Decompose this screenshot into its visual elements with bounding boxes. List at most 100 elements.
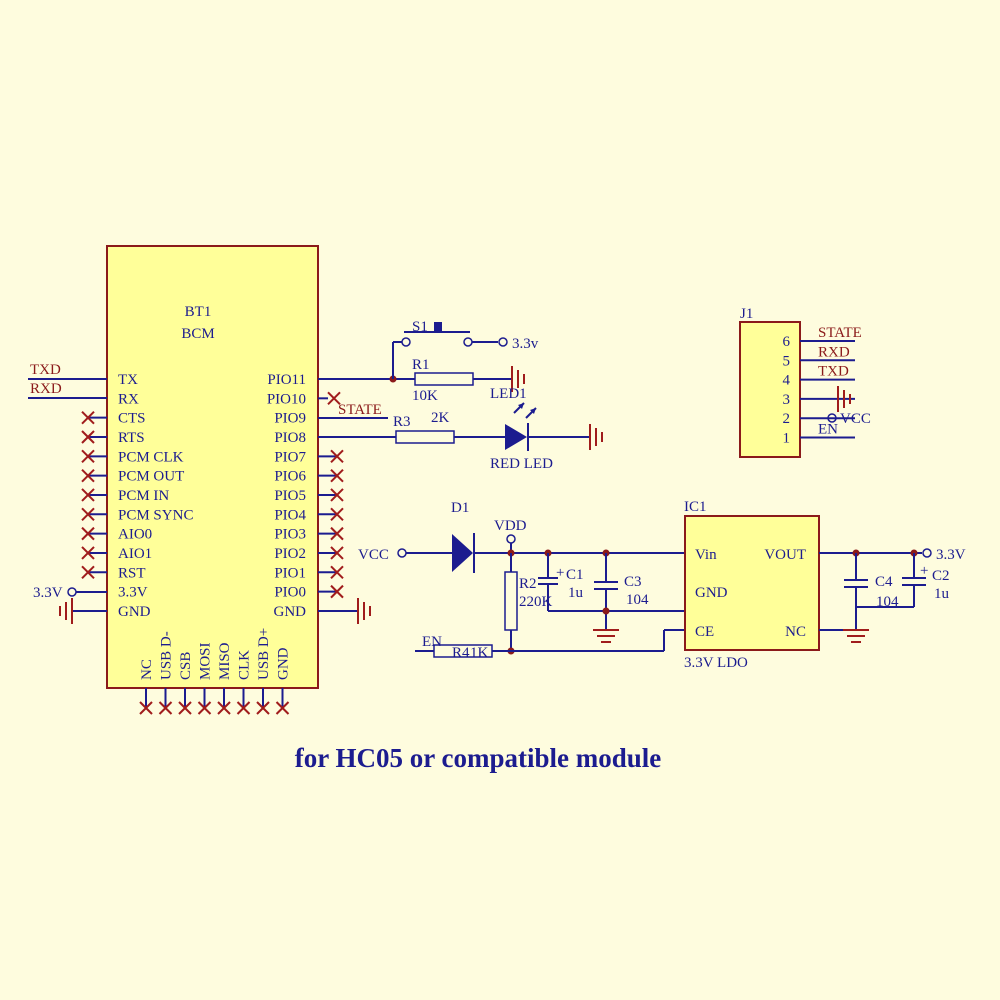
no-connect-icon: [330, 449, 344, 464]
gnd-c4-icon: [843, 629, 869, 643]
bt1-bottom-pin-label: MOSI: [198, 642, 214, 680]
s1-button-icon: [434, 322, 442, 332]
r1-body: [414, 372, 474, 386]
j1-pin-net-label: RXD: [818, 344, 850, 360]
led1-ref: LED1: [490, 386, 527, 402]
bt1-left-pin-label: PCM IN: [118, 488, 169, 504]
no-connect-icon: [217, 701, 231, 715]
bt1-ref: BT1: [185, 304, 212, 320]
ic1-ref: IC1: [684, 499, 707, 515]
no-connect-icon: [81, 488, 95, 502]
diagram-caption: for HC05 or compatible module: [295, 743, 661, 773]
j1-pin-net-label: VCC: [840, 411, 871, 427]
j1-pin-number: 5: [783, 353, 791, 369]
d1-diode-icon: [452, 533, 475, 573]
c1-polarity: +: [556, 565, 564, 581]
bt1-right-pin-label: PIO1: [274, 565, 306, 581]
bt1-right-pin-label: PIO4: [274, 507, 306, 523]
bt1-right-pin-label: PIO8: [274, 430, 306, 446]
no-connect-icon: [330, 584, 344, 599]
d1-ref: D1: [451, 500, 469, 516]
c2-ref: C2: [932, 568, 950, 584]
bt1-left-pin-label: TX: [118, 372, 138, 388]
bt1-value: BCM: [181, 326, 214, 342]
no-connect-icon: [236, 701, 251, 715]
led1-value: RED LED: [490, 456, 553, 472]
s1-r1-circuit: S1 3.3v R1 10K: [318, 319, 539, 404]
bt1-bottom-pin-label: MISO: [217, 642, 233, 680]
bt1-right-pin-label: PIO9: [274, 411, 306, 427]
c1-value: 1u: [568, 585, 584, 601]
no-connect-icon: [330, 507, 344, 522]
no-connect-icon: [197, 701, 212, 715]
j1-body: [739, 321, 801, 458]
s1-contact-left: [401, 337, 411, 347]
ic1-pin-vin: Vin: [695, 547, 717, 563]
no-connect-icon: [81, 526, 95, 541]
ic1-pin-gnd: GND: [695, 585, 728, 601]
j1-pin-number: 3: [783, 392, 791, 408]
no-connect-icon: [139, 701, 153, 715]
bt1-right-pin-label: PIO2: [274, 546, 306, 562]
j1-pin-net-label: TXD: [818, 364, 849, 380]
no-connect-icon: [178, 701, 192, 715]
c2-polarity: +: [920, 563, 928, 579]
en-label: EN: [422, 634, 442, 650]
no-connect-icon: [81, 565, 95, 580]
led1-diode-icon: [505, 402, 537, 451]
gnd-j1-icon: [837, 386, 851, 412]
state-net: STATE: [318, 402, 388, 419]
ic1-pin-nc: NC: [785, 624, 806, 640]
ic1-body: [684, 515, 820, 651]
bt1-right-pin-label: PIO7: [274, 449, 306, 465]
vcc-j1-port-icon: [827, 413, 837, 423]
no-connect-icon: [330, 468, 344, 483]
v33-left-port-icon: [67, 587, 77, 597]
v33-s1-label: 3.3v: [512, 336, 539, 352]
vdd-label: VDD: [494, 518, 527, 534]
v33-left-label: 3.3V: [33, 585, 63, 601]
v33-out-label: 3.3V: [936, 547, 966, 563]
bt1-right-pins: PIO11PIO10PIO9PIO8PIO7PIO6PIO5PIO4PIO3PI…: [267, 372, 344, 620]
txd-rxd-nets: TXD RXD: [28, 362, 107, 399]
j1-pin-number: 1: [783, 431, 791, 447]
no-connect-icon: [330, 565, 344, 580]
gnd-right-icon: [357, 598, 371, 624]
no-connect-icon: [330, 526, 344, 541]
c3-value: 104: [626, 592, 649, 608]
ic1-pin-ce: CE: [695, 624, 714, 640]
bt1-left-pin-label: RST: [118, 565, 146, 581]
bt1-left-pin-label: AIO0: [118, 527, 152, 543]
v33-s1-port-icon: [498, 337, 508, 347]
rxd-net-label: RXD: [30, 381, 62, 397]
j1-ref: J1: [740, 306, 753, 322]
j1-pin-net-label: EN: [818, 422, 838, 438]
r3-led-circuit: R3 2K LED1 RED LED: [318, 386, 603, 472]
gnd-led-icon: [589, 424, 603, 450]
bt1-left-pin-label: PCM CLK: [118, 449, 184, 465]
vcc-in-label: VCC: [358, 547, 389, 563]
r2-body: [504, 571, 518, 631]
ic1-value: 3.3V LDO: [684, 655, 748, 671]
gnd-left-icon: [59, 598, 73, 624]
ic1-pin-vout: VOUT: [764, 547, 806, 563]
r4-ref: R4: [452, 645, 470, 661]
r3-body: [395, 430, 455, 444]
r2-ref: R2: [519, 576, 537, 592]
j1-pin-number: 2: [783, 411, 791, 427]
r4-value: 1K: [470, 645, 489, 661]
no-connect-icon: [275, 701, 290, 715]
bt1-left-pin-label: GND: [118, 604, 151, 620]
bt1-right-pin-label: PIO6: [274, 469, 306, 485]
bt1-right-pin-label: PIO3: [274, 527, 306, 543]
vdd-port-icon: [506, 534, 516, 544]
no-connect-icon: [81, 546, 95, 560]
c1-ref: C1: [566, 567, 584, 583]
bt1-right-pin-label: PIO0: [274, 585, 306, 601]
r1-value: 10K: [412, 388, 438, 404]
bt1-left-pin-label: RX: [118, 391, 139, 407]
c4-ref: C4: [875, 574, 893, 590]
vcc-in-port-icon: [397, 548, 407, 558]
